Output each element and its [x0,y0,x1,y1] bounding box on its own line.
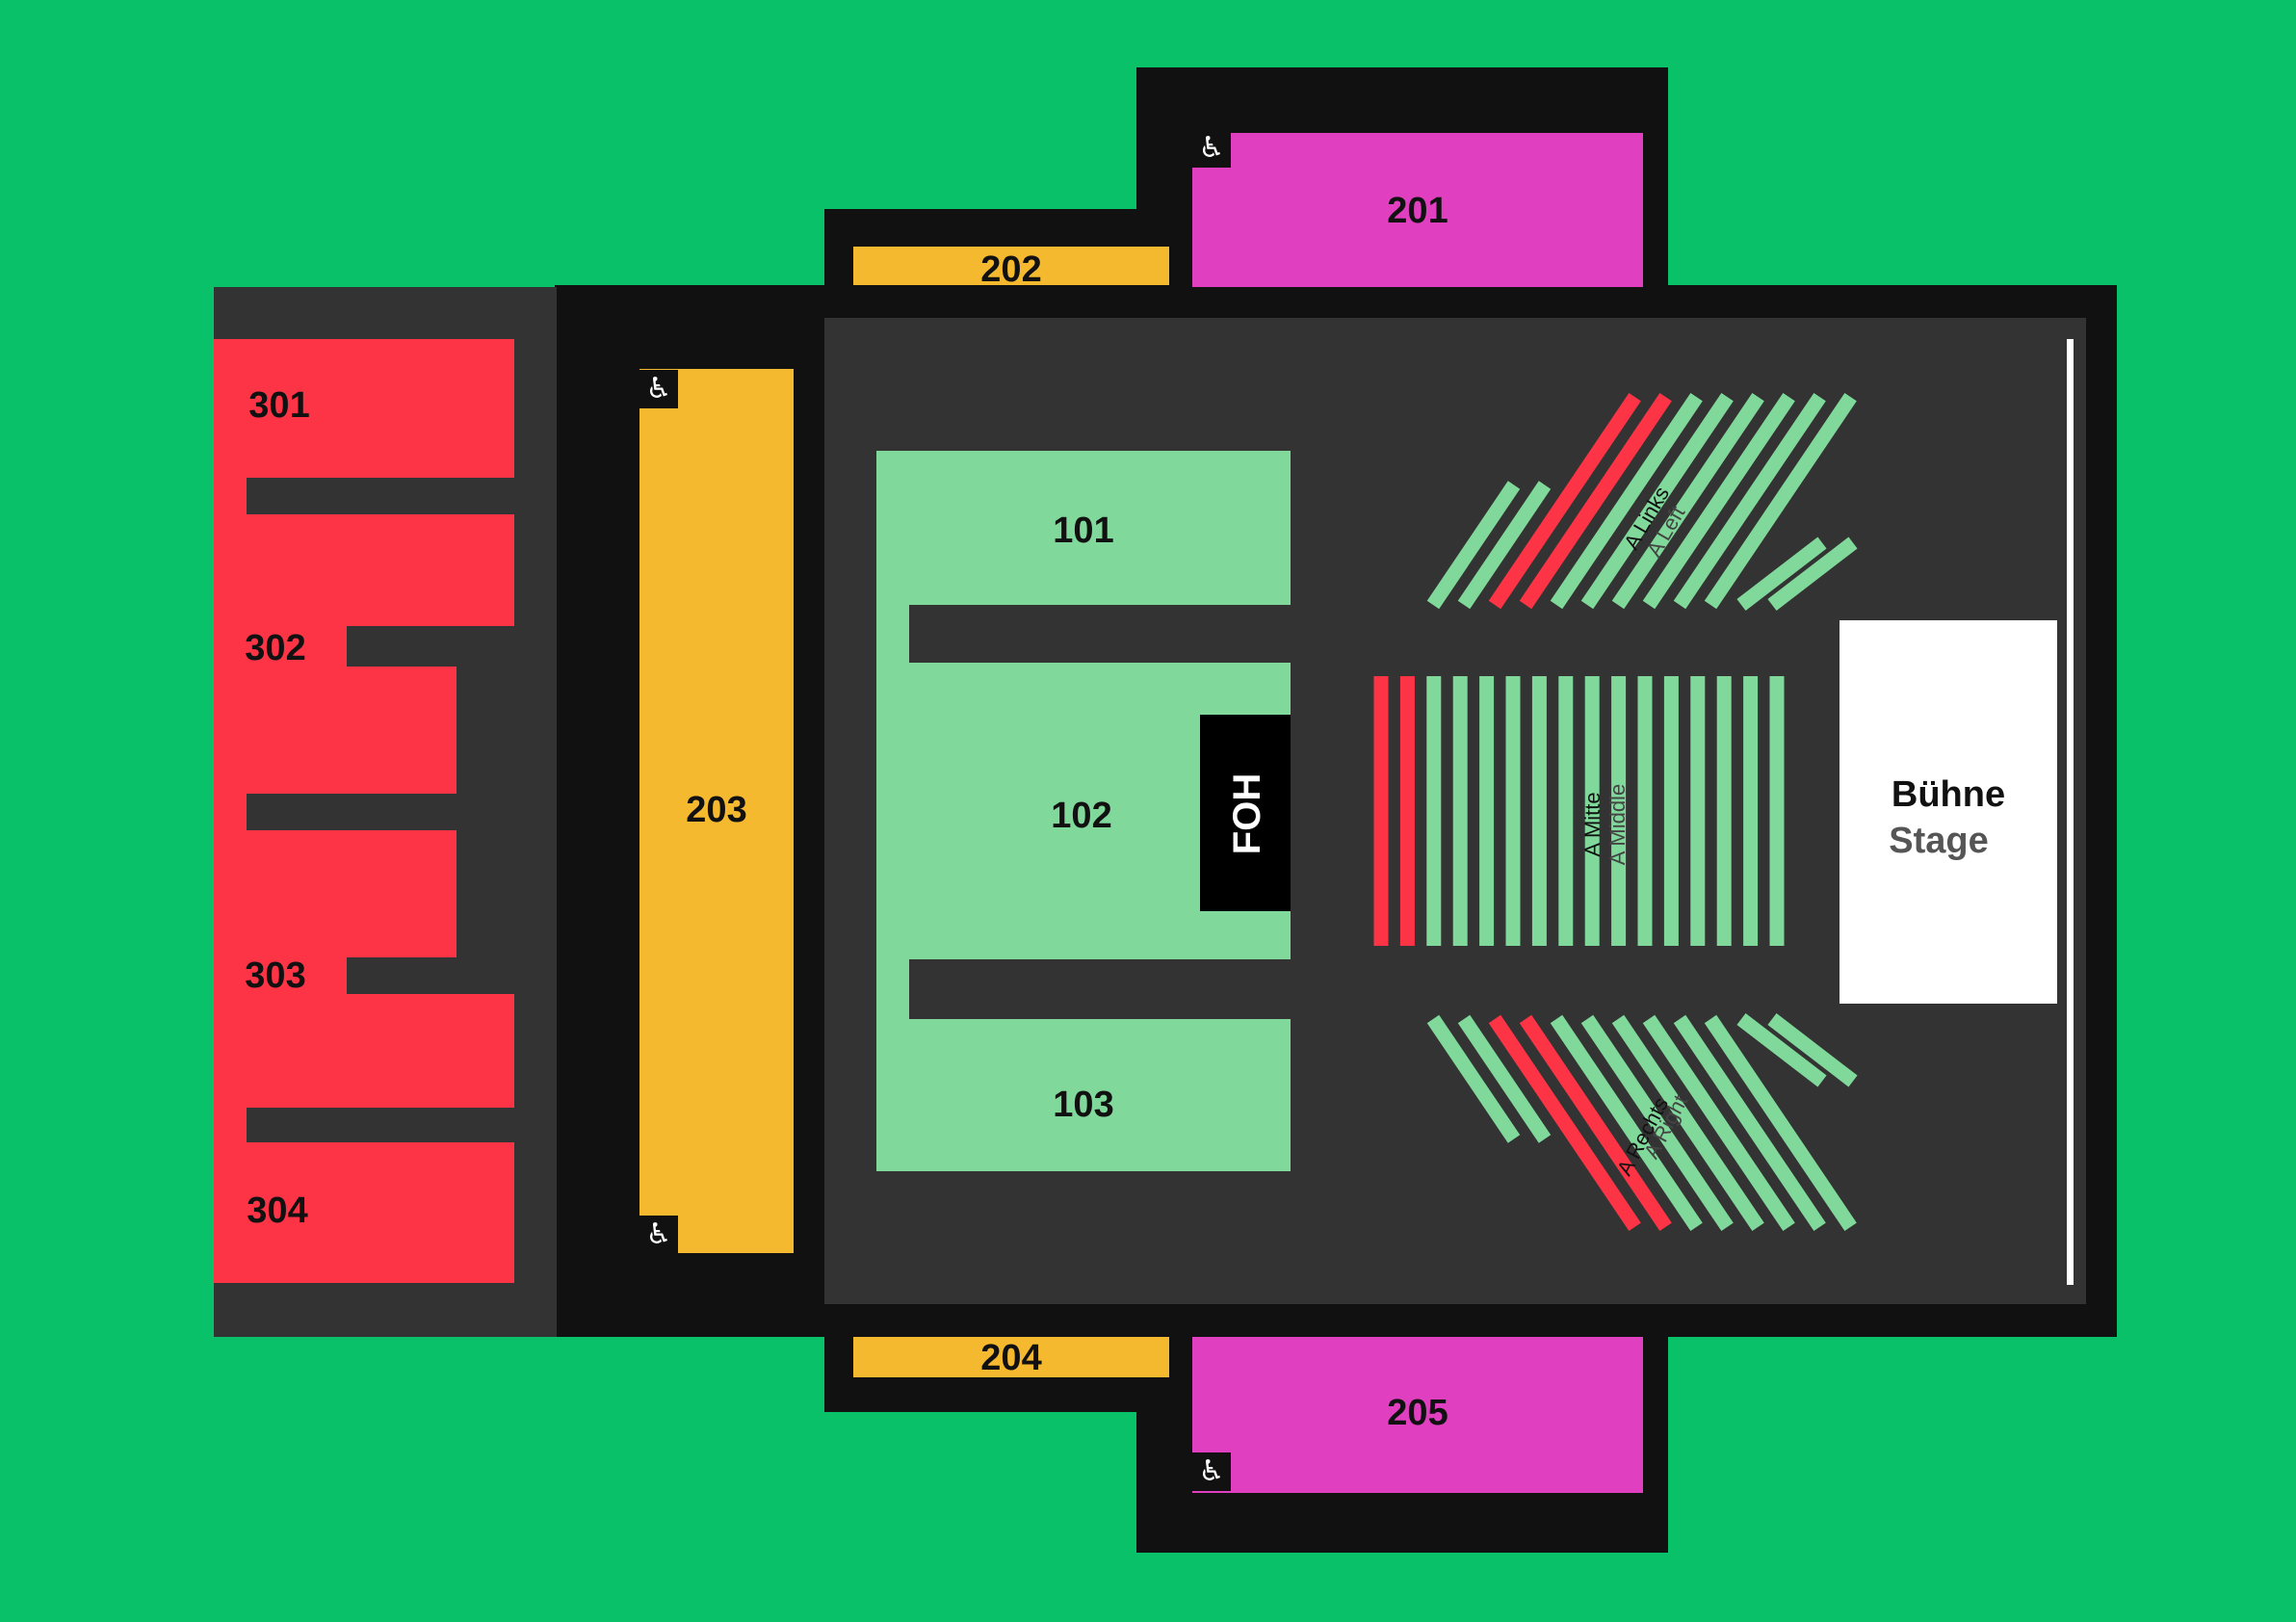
section-303-label: 303 [245,955,306,996]
section-205-label: 205 [1387,1392,1448,1433]
seat-row-right[interactable] [1642,1014,1795,1231]
seat-row-right[interactable] [1426,1014,1521,1143]
stage-label-de: Bühne [1891,773,2006,815]
wheelchair-icon: ♿ [1192,129,1231,168]
seat-row-left[interactable] [1642,393,1795,610]
section-204[interactable] [853,1337,1169,1377]
section-102-label: 102 [1051,795,1112,836]
section-202[interactable] [853,247,1169,285]
seat-row-left[interactable] [1488,393,1641,610]
seat-row-left[interactable] [1673,393,1826,610]
section-302-label: 302 [245,627,306,668]
section-101-label: 101 [1053,510,1114,551]
section-303-lower[interactable] [214,994,514,1108]
wheelchair-icon: ♿ [639,1216,678,1254]
section-304-label: 304 [247,1190,308,1231]
section-201-label: 201 [1387,190,1448,231]
seat-row-right[interactable] [1704,1014,1857,1231]
seat-row-left[interactable] [1550,393,1703,610]
section-205[interactable] [1192,1337,1643,1493]
seat-row-left[interactable] [1611,393,1764,610]
section-300-spine [214,339,247,1283]
block-middle-label-en: A Middle [1605,783,1630,866]
seat-row-left[interactable] [1767,536,1858,611]
wheelchair-icon: ♿ [1192,1452,1231,1491]
seat-row-right[interactable] [1488,1014,1641,1231]
section-103[interactable] [876,1019,1291,1171]
seat-row-right[interactable] [1611,1014,1764,1231]
seat-row-left[interactable] [1580,393,1734,610]
seat-row-right[interactable] [1580,1014,1734,1231]
seat-row-right[interactable] [1519,1014,1672,1231]
section-203-label: 203 [686,789,747,830]
section-203[interactable] [639,369,794,1253]
seat-row-left[interactable] [1519,393,1672,610]
section-201[interactable] [1192,133,1643,287]
foh-box [1200,715,1291,911]
section-100-spine [876,605,909,1019]
seat-row-left[interactable] [1736,536,1827,611]
section-101[interactable] [876,451,1291,605]
section-301-label: 301 [248,384,310,426]
stage-area [1839,620,2057,1004]
section-202-label: 202 [980,249,1042,290]
section-204-label: 204 [980,1337,1042,1378]
seat-row-right[interactable] [1673,1014,1826,1231]
wheelchair-icon: ♿ [639,370,678,408]
seat-row-right[interactable] [1550,1014,1703,1231]
section-103-label: 103 [1053,1084,1114,1125]
seat-row-left[interactable] [1704,393,1857,610]
seat-row-left[interactable] [1426,481,1521,610]
section-301[interactable] [214,339,514,478]
section-302-ext[interactable] [214,667,457,794]
seat-row-right[interactable] [1767,1013,1858,1087]
section-302[interactable] [214,514,514,626]
stage-edge-line [2067,339,2074,1285]
section-304[interactable] [214,1142,514,1283]
seat-row-right[interactable] [1736,1013,1827,1087]
seat-row-right[interactable] [1457,1014,1552,1143]
stage-label-en: Stage [1889,820,1989,861]
seat-row-left[interactable] [1457,481,1552,610]
section-303-upper[interactable] [214,830,457,957]
